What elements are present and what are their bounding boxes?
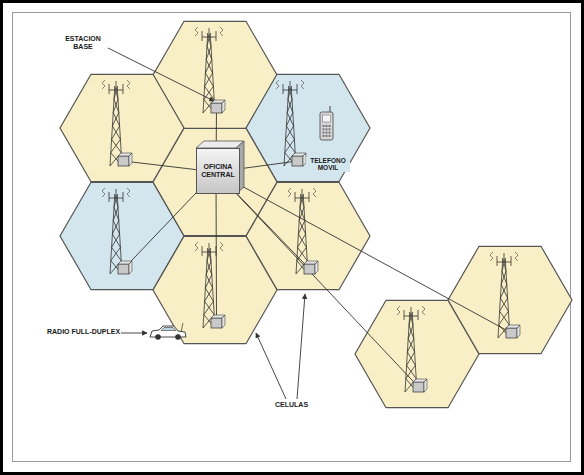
antenna-tower xyxy=(490,252,520,338)
station-label: ESTACION BASE xyxy=(58,35,108,51)
leader-line xyxy=(120,333,147,334)
office-building xyxy=(196,141,244,194)
central-office-box: OFICINA CENTRAL xyxy=(196,148,240,194)
cell-hexagon xyxy=(153,236,277,343)
phone-label: TELEFONO MOVIL xyxy=(306,157,350,172)
radio-waves xyxy=(102,188,130,197)
phone-key xyxy=(329,125,331,127)
base-station-box xyxy=(211,103,222,113)
base-station-top xyxy=(118,153,132,166)
wire-group xyxy=(124,108,512,387)
base-station-top xyxy=(118,261,132,274)
car xyxy=(150,323,186,340)
phone-key xyxy=(329,128,331,130)
phone-key xyxy=(326,128,328,130)
phone-key xyxy=(326,125,328,127)
phone-key xyxy=(329,132,331,134)
antenna-tower xyxy=(195,27,225,113)
base-station-top xyxy=(292,153,306,166)
phone-antenna xyxy=(330,106,331,112)
car-wheel xyxy=(155,334,161,340)
base-station-box xyxy=(292,156,303,166)
antenna-tower xyxy=(102,188,132,274)
antenna-tower xyxy=(397,306,427,392)
leader-line xyxy=(297,294,305,399)
office-link xyxy=(216,172,419,387)
phone-key xyxy=(329,135,331,137)
phone-key xyxy=(323,125,325,127)
base-station-top xyxy=(413,379,427,392)
base-station-top xyxy=(211,315,225,328)
base-station-top xyxy=(506,325,520,338)
cell-hexagon xyxy=(448,246,572,353)
leader-group xyxy=(106,47,305,399)
base-station-box xyxy=(118,156,129,166)
leader-line xyxy=(256,333,286,399)
antenna-tower xyxy=(276,80,306,166)
radio-waves xyxy=(276,80,304,89)
radio-waves xyxy=(195,27,223,36)
phone-key xyxy=(326,135,328,137)
radio-waves xyxy=(490,252,518,261)
base-station-box xyxy=(506,328,517,338)
base-station-box xyxy=(413,382,424,392)
mobile-phone xyxy=(320,106,333,140)
phone-key xyxy=(323,132,325,134)
tower-group xyxy=(102,27,520,392)
phone-key xyxy=(326,132,328,134)
radio-waves xyxy=(102,80,130,89)
base-station-box xyxy=(304,264,315,274)
radio-waves xyxy=(288,188,316,197)
cell-hexagon xyxy=(153,128,277,235)
car-antenna xyxy=(181,323,183,332)
cells-label: CELULAS xyxy=(274,401,309,409)
antenna-tower xyxy=(288,188,318,274)
antenna-tower xyxy=(102,80,132,166)
office-link xyxy=(216,172,512,333)
base-station-top xyxy=(211,100,225,113)
base-station-top xyxy=(304,261,318,274)
base-station-box xyxy=(118,264,129,274)
radio-label: RADIO FULL-DUPLEX xyxy=(46,328,121,336)
radio-waves xyxy=(195,242,223,251)
cell-group xyxy=(60,21,572,407)
base-station-box xyxy=(211,318,222,328)
antenna-tower xyxy=(195,242,225,328)
phone-key xyxy=(323,128,325,130)
phone-key xyxy=(323,135,325,137)
car-body xyxy=(150,326,186,337)
car-wheel xyxy=(175,334,181,340)
radio-waves xyxy=(397,306,425,315)
office-label: OFICINA CENTRAL xyxy=(197,163,239,178)
inner-frame xyxy=(13,13,571,462)
car-window xyxy=(161,328,176,331)
leader-line xyxy=(106,47,214,101)
phone-body xyxy=(320,112,333,140)
phone-screen xyxy=(323,115,331,122)
